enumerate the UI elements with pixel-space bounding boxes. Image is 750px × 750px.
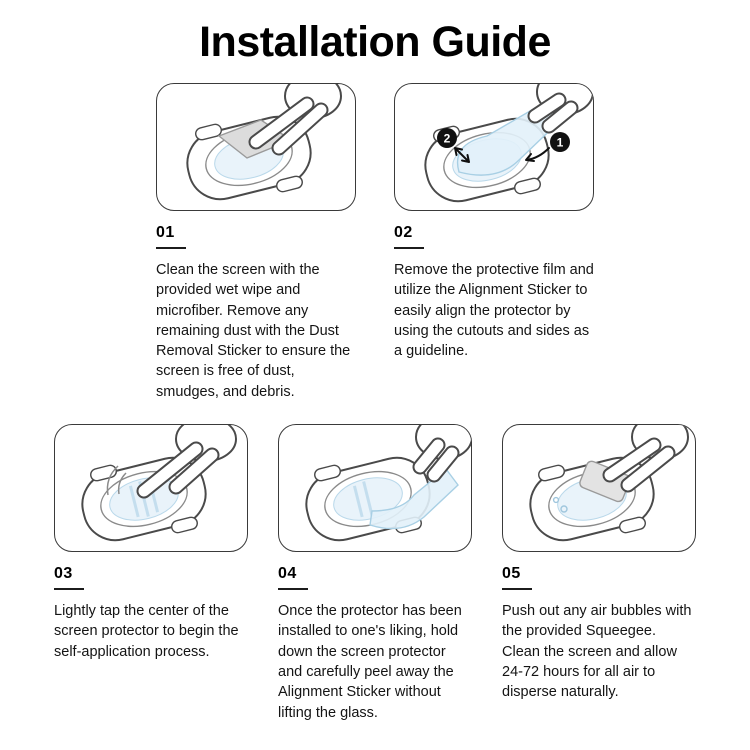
step-panel-02: 1 2 02 Remove the protective film and ut… <box>394 83 594 402</box>
step-number: 04 <box>278 565 297 583</box>
step-panel-04: 04 Once the protector has been installed… <box>278 424 472 723</box>
step-01-illustration-svg <box>186 84 342 201</box>
step-number: 05 <box>502 565 521 583</box>
step-description: Once the protector has been installed to… <box>278 603 462 721</box>
step-01-illustration <box>156 83 356 211</box>
step-03-illustration <box>54 424 248 553</box>
watch-protector-icon <box>81 456 207 542</box>
step-description: Remove the protective film and utilize t… <box>394 262 594 360</box>
tap-indicator-icon <box>106 465 127 496</box>
step-number-rule <box>502 588 532 591</box>
step-description: Clean the screen with the provided wet w… <box>156 262 351 400</box>
arrow-1-icon <box>525 147 550 162</box>
step-panel-05: 05 Push out any air bubbles with the pro… <box>502 424 696 723</box>
step-04-illustration-svg <box>305 425 471 542</box>
step-02-illustration: 1 2 <box>394 83 594 211</box>
step-number: 01 <box>156 224 175 241</box>
step-description: Lightly tap the center of the screen pro… <box>54 603 239 660</box>
steps-row-2: 03 Lightly tap the center of the screen … <box>0 424 750 723</box>
hand-icon <box>136 425 237 499</box>
hand-icon <box>412 425 471 483</box>
hand-icon <box>248 84 342 156</box>
step-badge-1: 1 <box>550 132 570 152</box>
step-number-rule <box>54 588 84 591</box>
hand-icon <box>527 84 593 134</box>
step-02-illustration-svg: 1 2 <box>424 84 593 203</box>
step-badge-2: 2 <box>437 128 457 148</box>
alignment-sticker-icon <box>369 468 459 530</box>
arrow-2-icon <box>454 147 470 163</box>
step-number: 03 <box>54 565 73 583</box>
step-number: 02 <box>394 224 413 241</box>
step-number-rule <box>156 247 186 249</box>
step-05-illustration-svg <box>529 425 689 542</box>
step-panel-01: 01 Clean the screen with the provided we… <box>156 83 356 402</box>
step-04-illustration <box>278 424 472 553</box>
air-bubble-icon <box>560 505 568 513</box>
hand-icon <box>602 425 689 493</box>
air-bubble-icon <box>552 496 560 504</box>
badge-2-number: 2 <box>444 132 451 146</box>
step-number-rule <box>278 588 308 591</box>
step-05-illustration <box>502 424 696 553</box>
step-description: Push out any air bubbles with the provid… <box>502 603 692 701</box>
page-title: Installation Guide <box>199 18 551 66</box>
step-03-illustration-svg <box>81 425 237 542</box>
step-number-rule <box>394 247 424 249</box>
steps-row-1: 01 Clean the screen with the provided we… <box>0 83 750 402</box>
badge-1-number: 1 <box>557 136 564 150</box>
step-panel-03: 03 Lightly tap the center of the screen … <box>54 424 248 723</box>
